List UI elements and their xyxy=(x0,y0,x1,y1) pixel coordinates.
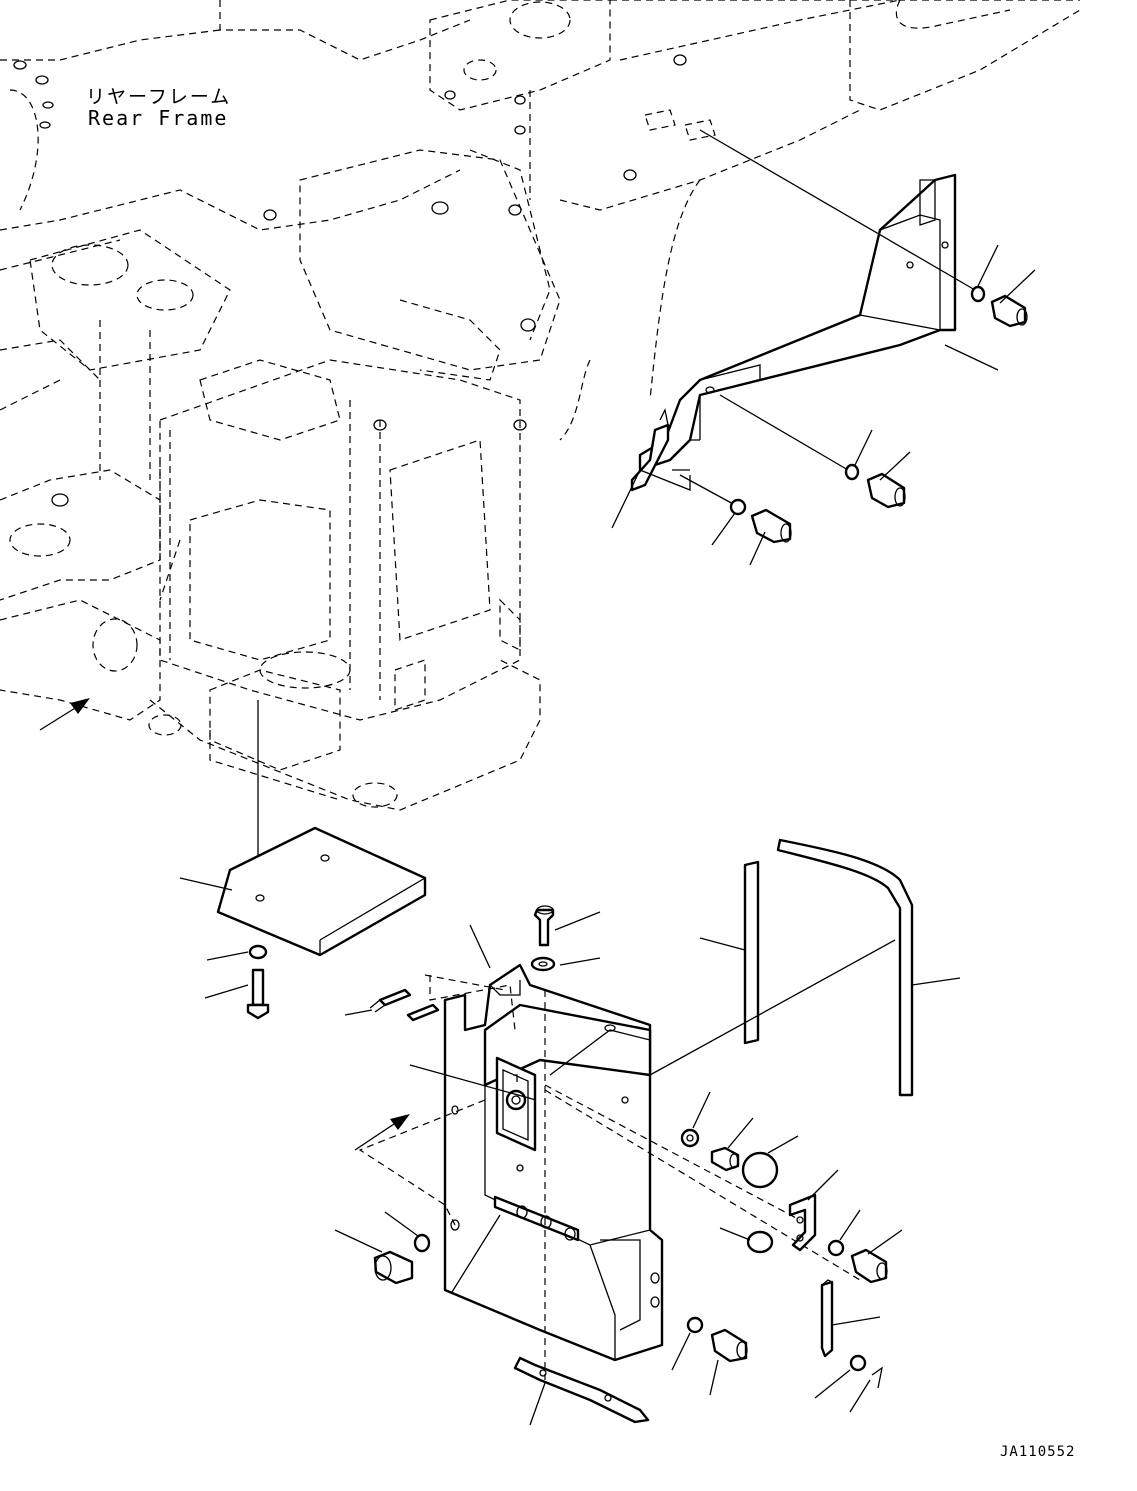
cover-top-fasteners xyxy=(409,905,601,1101)
bracket-fasteners xyxy=(611,129,1036,566)
figure-code: JA110552 xyxy=(1000,1444,1076,1460)
cover-clips xyxy=(344,988,440,1022)
seal-strips xyxy=(649,838,961,1097)
rear-frame-label-jp: リヤーフレーム xyxy=(86,86,232,108)
cover-assembly xyxy=(358,963,861,1424)
rear-frame-label-en: Rear Frame xyxy=(88,106,229,130)
right-fasteners xyxy=(334,1091,903,1426)
rear-frame-outline xyxy=(0,0,1081,811)
side-bracket xyxy=(630,173,957,492)
floor-plate xyxy=(179,700,427,1020)
direction-arrows xyxy=(39,698,410,1151)
